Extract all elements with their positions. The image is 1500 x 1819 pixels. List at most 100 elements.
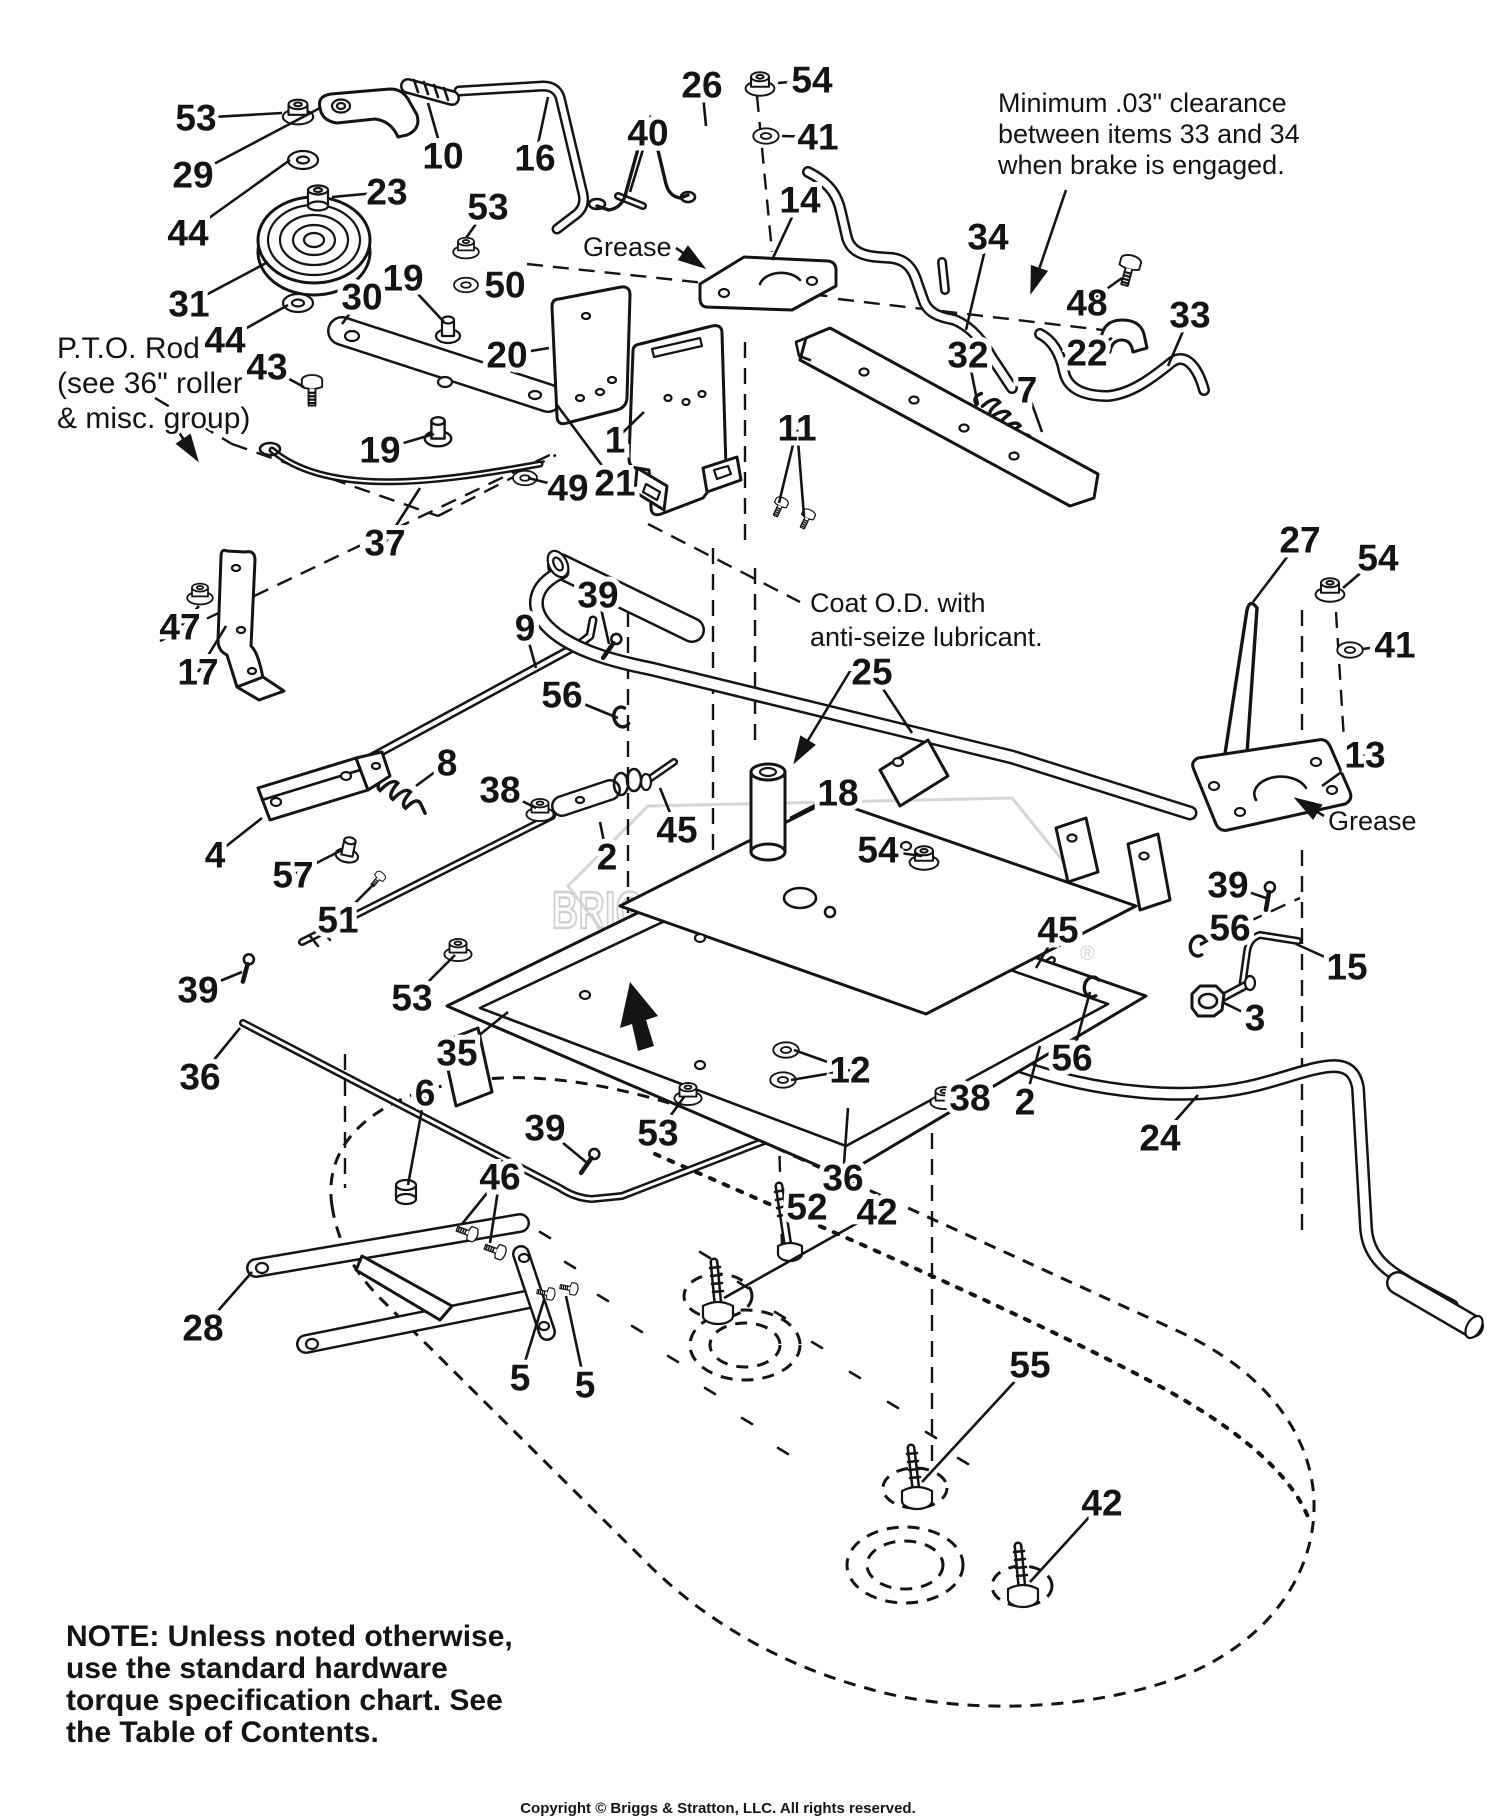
leader-line-7	[1025, 389, 1044, 433]
callout-56: 56	[1051, 1038, 1092, 1079]
note-grease-top: Grease	[583, 232, 672, 262]
callout-30: 30	[341, 277, 382, 318]
plates-and-brackets	[216, 87, 1353, 1322]
leader-line-56	[1199, 926, 1231, 947]
note-arrow-pto-rod	[174, 427, 199, 463]
nut-38-left	[525, 798, 555, 822]
bolt-48	[1113, 251, 1144, 289]
callout-41: 41	[1374, 625, 1415, 666]
callout-49: 49	[547, 468, 588, 509]
rod-15	[1240, 933, 1300, 990]
leader-line-48	[1086, 276, 1123, 305]
callout-27: 27	[1279, 520, 1320, 561]
leader-line-37	[383, 487, 422, 544]
callout-8: 8	[437, 743, 458, 784]
threaded-rod	[300, 814, 554, 944]
callout-25: 25	[851, 652, 892, 693]
leader-line-54	[877, 848, 923, 858]
callout-24: 24	[1139, 1118, 1181, 1159]
leader-line-43	[266, 365, 305, 389]
callout-21: 21	[594, 463, 635, 504]
lift-arm-upper	[248, 1215, 528, 1276]
leader-line-50	[481, 283, 506, 288]
callout-13: 13	[1344, 735, 1385, 776]
callout-10: 10	[422, 136, 463, 177]
washer-50	[453, 276, 479, 294]
bushing-57	[333, 834, 363, 866]
bushing-19-b	[423, 415, 453, 448]
callout-51: 51	[317, 900, 358, 941]
callout-53: 53	[467, 187, 508, 228]
callout-37: 37	[364, 523, 405, 564]
leader-line-49	[527, 476, 569, 490]
pulley-31	[256, 195, 372, 297]
callout-19: 19	[359, 430, 400, 471]
spacer-18	[749, 762, 787, 862]
callout-34: 34	[967, 217, 1009, 258]
clevis-2-left	[553, 781, 619, 815]
leader-line-38	[499, 788, 537, 810]
callout-44: 44	[167, 213, 209, 254]
callout-16: 16	[514, 138, 555, 179]
nut-47	[186, 582, 214, 606]
callout-39: 39	[177, 970, 218, 1011]
callout-35: 35	[436, 1033, 477, 1074]
leader-line-39	[544, 1126, 587, 1164]
callout-22: 22	[1066, 333, 1107, 374]
bolt-42-left	[701, 1257, 735, 1326]
leader-line-53	[464, 206, 490, 239]
washer-49	[512, 469, 538, 487]
callout-19: 19	[382, 258, 423, 299]
leader-line-23	[331, 190, 388, 199]
callout-3: 3	[1245, 998, 1266, 1039]
handle-grip-25	[549, 555, 703, 641]
leader-line-27	[1251, 539, 1302, 603]
leader-line-46	[488, 1176, 502, 1244]
bolt-46-b	[481, 1239, 509, 1262]
callout-45: 45	[656, 810, 697, 851]
bracket-14	[698, 255, 838, 312]
callout-53: 53	[391, 978, 432, 1019]
callout-1: 1	[605, 420, 626, 461]
leader-line-52	[785, 1205, 808, 1212]
callout-28: 28	[182, 1308, 223, 1349]
registered-mark: ®	[1080, 943, 1095, 965]
callout-31: 31	[168, 284, 209, 325]
lift-link	[514, 1247, 554, 1339]
nut-54-a	[744, 71, 776, 97]
callout-5: 5	[510, 1358, 531, 1399]
leader-line-54	[1342, 557, 1379, 589]
washer-41-a	[752, 127, 780, 145]
leader-line-54	[777, 78, 813, 85]
callout-7: 7	[1017, 370, 1038, 411]
handle-tabs	[878, 738, 1172, 912]
leader-line-32	[966, 354, 980, 406]
leader-line-20	[506, 346, 550, 357]
callout-55: 55	[1009, 1345, 1050, 1386]
leader-line-35	[456, 1010, 509, 1055]
leader-line-42	[723, 1210, 878, 1300]
note-grease-right: Grease	[1328, 806, 1417, 836]
leader-line-21	[555, 404, 617, 484]
washer-44-b	[281, 292, 315, 314]
lift-handle-grip	[354, 1254, 454, 1322]
bracket-20	[550, 285, 632, 426]
bracket-1	[627, 324, 743, 517]
callout-42: 42	[856, 1192, 897, 1233]
washer-41-b	[1336, 641, 1364, 659]
callout-20: 20	[486, 335, 527, 376]
note-arrow-grease-right	[1293, 797, 1325, 821]
callout-56: 56	[541, 675, 582, 716]
leader-line-44	[224, 303, 289, 342]
leader-line-4	[214, 816, 263, 857]
bolt-5-b	[558, 1280, 580, 1297]
leader-line-39	[1227, 883, 1267, 900]
callout-33: 33	[1169, 295, 1210, 336]
callout-47: 47	[159, 607, 200, 648]
callout-26: 26	[681, 65, 722, 106]
leader-line-33	[1166, 314, 1192, 367]
callout-38: 38	[949, 1078, 990, 1119]
callout-48: 48	[1066, 283, 1107, 324]
rod-33	[1036, 330, 1208, 400]
